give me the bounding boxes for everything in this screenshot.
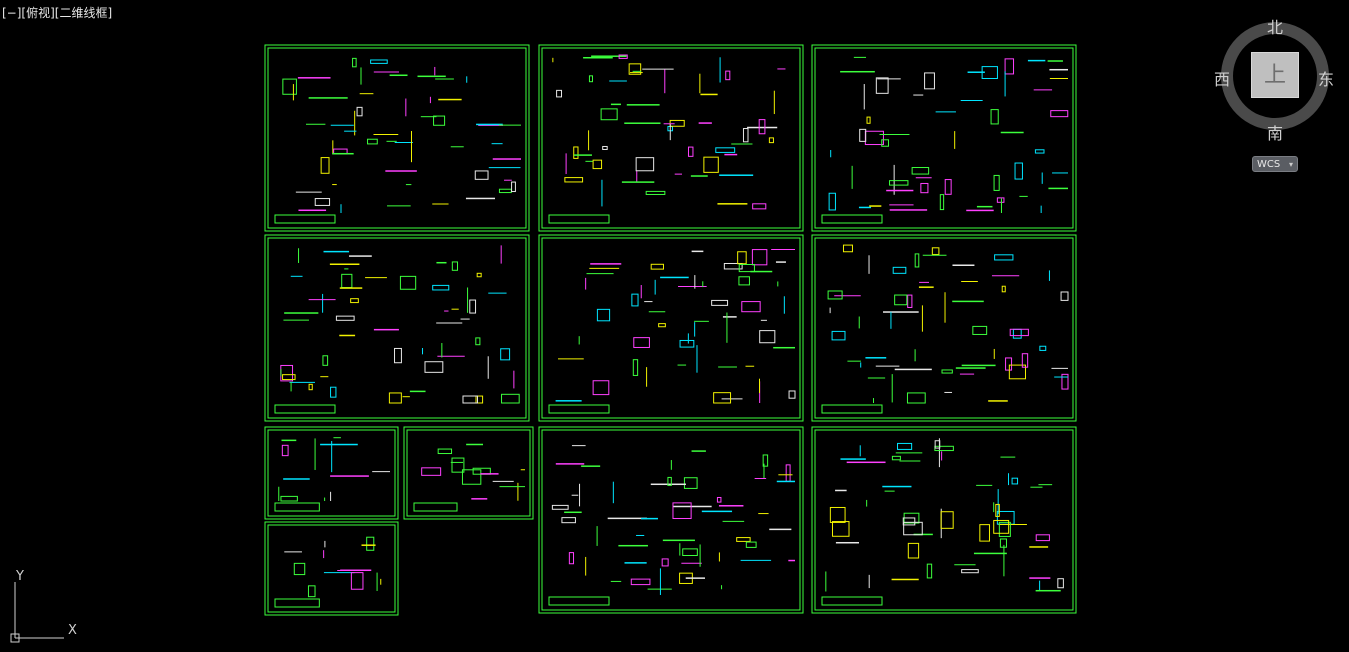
ucs-x-label: X (68, 623, 77, 638)
drawing-sheet[interactable] (538, 44, 804, 232)
wcs-label: WCS (1257, 159, 1281, 170)
wcs-menu-button[interactable]: WCS ▾ (1252, 156, 1298, 172)
drawing-sheet[interactable] (811, 44, 1077, 232)
compass-ring-icon[interactable] (1210, 10, 1340, 175)
ucs-axis-icon (10, 582, 64, 643)
drawing-sheet[interactable] (811, 426, 1077, 614)
viewcube-top-face[interactable]: 上 (1251, 52, 1299, 98)
drawing-sheet[interactable] (264, 426, 399, 520)
viewport-menu-control[interactable]: [−] (2, 6, 22, 20)
viewport-controls: [−][俯视][二维线框] (2, 4, 112, 21)
chevron-down-icon: ▾ (1288, 160, 1293, 169)
drawing-sheet[interactable] (538, 234, 804, 422)
drawing-sheets (264, 44, 1077, 616)
visual-style-control[interactable]: [二维线框] (54, 6, 113, 20)
compass-east[interactable]: 东 (1318, 70, 1335, 89)
view-mode-control[interactable]: [俯视] (21, 6, 55, 20)
compass-west[interactable]: 西 (1214, 70, 1231, 89)
drawing-sheet[interactable] (811, 234, 1077, 422)
ucs-y-label: Y (16, 569, 24, 584)
drawing-sheet[interactable] (538, 426, 804, 614)
drawing-sheet[interactable] (264, 521, 399, 616)
drawing-sheet[interactable] (403, 426, 534, 520)
compass-south[interactable]: 南 (1267, 124, 1284, 143)
compass-north[interactable]: 北 (1267, 18, 1284, 37)
drawing-sheet[interactable] (264, 44, 530, 232)
drawing-sheet[interactable] (264, 234, 530, 422)
